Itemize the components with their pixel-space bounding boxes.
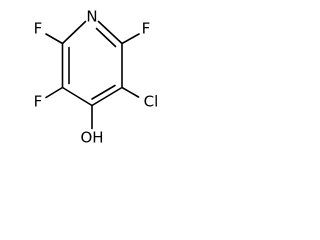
fluorine-top-left-label: F [34,20,43,38]
bond-c5-c4 [91,86,123,107]
fluorine-bottom-left-label: F [34,93,43,111]
bond-n-c2 [61,20,87,45]
bond-c6-f [121,33,140,45]
nitrogen-label: N [86,8,97,26]
bond-c3-f [45,86,64,99]
bond-c2-f [45,33,64,45]
bond-c5-cl [121,86,140,98]
bond-c4-c3 [61,86,93,107]
bond-n-c6 [97,20,123,45]
hydroxyl-label: OH [80,129,103,147]
bond-c5-c4-inner [91,84,116,100]
chlorine-label: Cl [144,93,159,111]
bond-n-c6-inner [95,27,117,48]
chemical-structure-diagram: N F F F Cl OH [34,8,159,147]
fluorine-top-right-label: F [142,20,151,38]
